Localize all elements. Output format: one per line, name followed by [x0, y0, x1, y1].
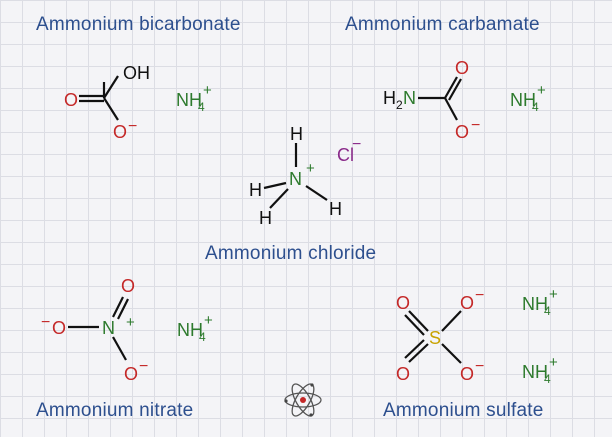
chloride-h-bottom: H	[259, 208, 272, 228]
bicarbonate-minus-charge: −	[128, 118, 137, 135]
nitrate-n-label: N	[102, 318, 115, 338]
carbamate-o-minus-label: O	[455, 122, 469, 142]
sulfate-o-tr-minus: −	[475, 287, 484, 304]
carbamate-n-label: N	[403, 88, 416, 108]
carbamate-o-double-label: O	[455, 58, 469, 78]
chloride-h-right: H	[329, 199, 342, 219]
chloride-cl-label: Cl	[337, 145, 354, 165]
sulfate-ammonium2-n: NH	[522, 362, 548, 382]
bicarbonate-o-minus-label: O	[113, 122, 127, 142]
nitrate-o-left-minus: −	[41, 314, 50, 331]
carbamate-h-label: H	[383, 88, 396, 108]
sulfate-o-bl-label: O	[396, 364, 410, 384]
chloride-cl-minus: −	[352, 136, 361, 153]
chloride-structure: H H H H N + Cl −	[249, 124, 361, 228]
nitrate-structure: − O N + O O − NH 4 +	[41, 276, 213, 384]
carbamate-ammonium-n: NH	[510, 90, 536, 110]
chloride-h-left: H	[249, 180, 262, 200]
carbamate-minus-charge: −	[471, 117, 480, 134]
carbamate-ammonium-plus: +	[537, 82, 546, 99]
title-ammonium-carbamate: Ammonium carbamate	[345, 14, 540, 35]
chloride-h-top: H	[290, 124, 303, 144]
sulfate-o-br-label: O	[460, 364, 474, 384]
title-ammonium-nitrate: Ammonium nitrate	[36, 400, 194, 421]
nitrate-ammonium-plus: +	[204, 312, 213, 329]
bicarbonate-oh-label: OH	[123, 63, 150, 83]
sulfate-o-tl-label: O	[396, 293, 410, 313]
carbamate-h-sub: 2	[396, 98, 403, 112]
bicarbonate-ammonium-plus: +	[203, 82, 212, 99]
sulfate-structure: O O O − O − S NH 4 + NH 4 +	[396, 286, 558, 386]
atom-logo-icon	[284, 383, 322, 417]
nitrate-o-left-label: O	[52, 318, 66, 338]
sulfate-ammonium2-plus: +	[549, 354, 558, 371]
title-ammonium-sulfate: Ammonium sulfate	[383, 400, 544, 421]
sulfate-ammonium2-sub: 4	[544, 372, 551, 386]
bicarbonate-structure: OH O O − NH 4 +	[64, 63, 212, 142]
nitrate-o-top-label: O	[121, 276, 135, 296]
bicarbonate-ammonium-n: NH	[176, 90, 202, 110]
sulfate-ammonium1-plus: +	[549, 286, 558, 303]
nitrate-o-bottom-label: O	[124, 364, 138, 384]
bicarbonate-ammonium-sub: 4	[198, 100, 205, 114]
sulfate-ammonium1-n: NH	[522, 294, 548, 314]
carbamate-ammonium-sub: 4	[532, 100, 539, 114]
sulfate-o-tr-label: O	[460, 293, 474, 313]
chloride-n-plus: +	[306, 160, 315, 177]
chloride-n-label: N	[289, 169, 302, 189]
nitrate-n-plus: +	[126, 314, 135, 331]
title-ammonium-chloride: Ammonium chloride	[205, 243, 377, 264]
sulfate-ammonium1-sub: 4	[544, 304, 551, 318]
nitrate-ammonium-n: NH	[177, 320, 203, 340]
bicarbonate-o-double-label: O	[64, 90, 78, 110]
sulfate-o-br-minus: −	[475, 358, 484, 375]
title-ammonium-bicarbonate: Ammonium bicarbonate	[36, 14, 241, 35]
sulfate-s-label: S	[429, 328, 441, 348]
carbamate-structure: H 2 N O O − NH 4 +	[383, 58, 546, 142]
nitrate-ammonium-sub: 4	[199, 330, 206, 344]
nitrate-o-bottom-minus: −	[139, 358, 148, 375]
